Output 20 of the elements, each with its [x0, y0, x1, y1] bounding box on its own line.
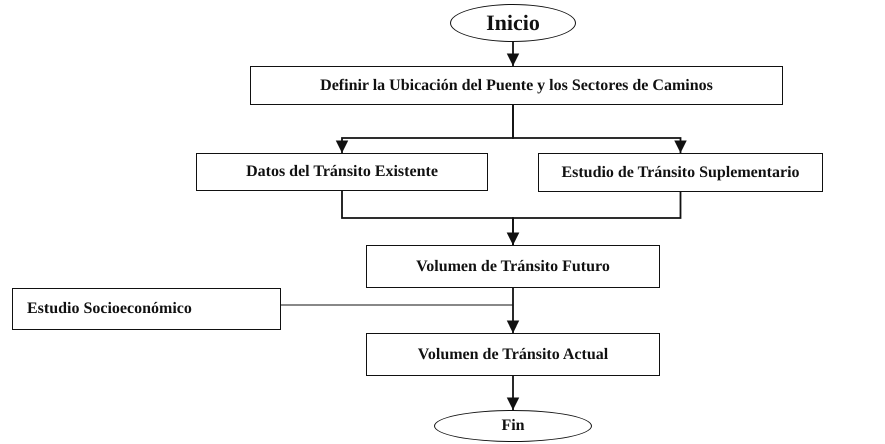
node-text: Estudio de Tránsito Suplementario [561, 164, 800, 182]
node-text: Fin [501, 417, 525, 435]
arrow [512, 105, 687, 153]
process-box [250, 66, 783, 105]
node-text: Volumen de Tránsito Futuro [416, 258, 610, 276]
arrow [506, 42, 520, 66]
process-box [366, 245, 660, 288]
node-text: Inicio [486, 10, 540, 36]
arrow [506, 288, 520, 333]
node-text: Definir la Ubicación del Puente y los Sectores de Caminos [320, 76, 713, 94]
node-text: Datos del Tránsito Existente [246, 163, 438, 181]
node-text: Volumen de Tránsito Actual [418, 346, 608, 364]
process-box [366, 333, 660, 376]
arrow [280, 304, 516, 334]
process-box [12, 288, 281, 330]
arrow [506, 192, 682, 245]
process-box [196, 153, 488, 191]
process-box [538, 153, 823, 192]
arrow [506, 376, 520, 410]
node-text: Estudio Socioeconómico [27, 300, 192, 318]
